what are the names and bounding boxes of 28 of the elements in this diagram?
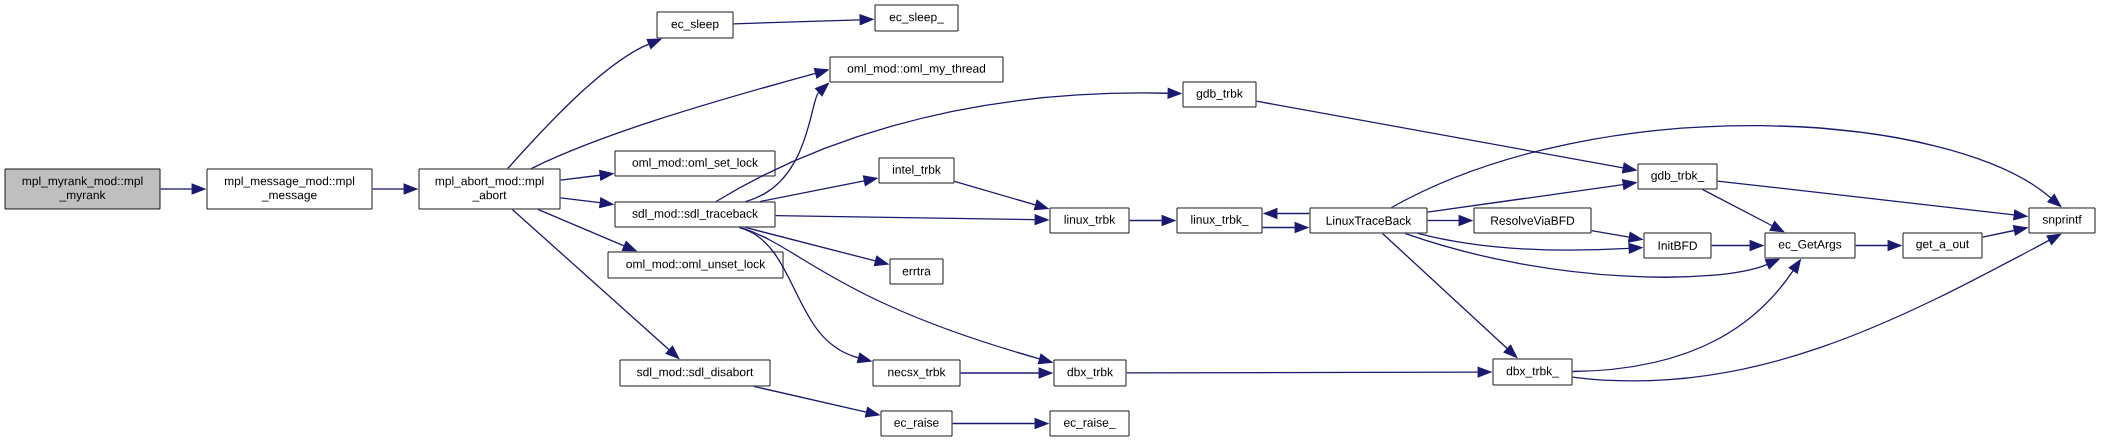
function-box: gdb_trbk_: [1637, 163, 1718, 190]
function-box: InitBFD: [1643, 232, 1712, 259]
function-box: gdb_trbk: [1182, 81, 1257, 108]
function-box: sdl_mod::sdl_disabort: [619, 359, 771, 387]
function-box: LinuxTraceBack: [1309, 207, 1428, 234]
function-box: ec_raise_: [1049, 410, 1130, 437]
function-box: oml_mod::oml_set_lock: [614, 150, 776, 177]
function-box: ec_GetArgs: [1764, 232, 1856, 259]
function-box: mpl_myrank_mod::mpl _myrank: [4, 168, 161, 210]
arrow: [1390, 125, 2062, 209]
function-box: snprintf: [2028, 207, 2096, 234]
function-box: ec_sleep_: [874, 4, 959, 32]
function-box: errtra: [889, 258, 944, 285]
function-box: oml_mod::oml_unset_lock: [607, 251, 784, 279]
function-box: intel_trbk: [878, 157, 955, 184]
function-box: linux_trbk: [1049, 207, 1130, 234]
function-box: ec_sleep: [656, 11, 734, 39]
function-box: oml_mod::oml_my_thread: [829, 56, 1004, 83]
function-box: get_a_out: [1902, 232, 1983, 259]
function-box: ec_raise: [880, 410, 953, 437]
function-box: sdl_mod::sdl_traceback: [614, 201, 776, 228]
function-box: linux_trbk_: [1176, 207, 1263, 234]
function-box: necsx_trbk: [872, 359, 961, 387]
function-box: dbx_trbk_: [1492, 358, 1573, 386]
function-box: dbx_trbk: [1053, 359, 1127, 387]
function-box: ResolveViaBFD: [1473, 207, 1592, 234]
function-box: mpl_message_mod::mpl _message: [206, 168, 373, 210]
function-box: mpl_abort_mod::mpl _abort: [418, 168, 561, 210]
